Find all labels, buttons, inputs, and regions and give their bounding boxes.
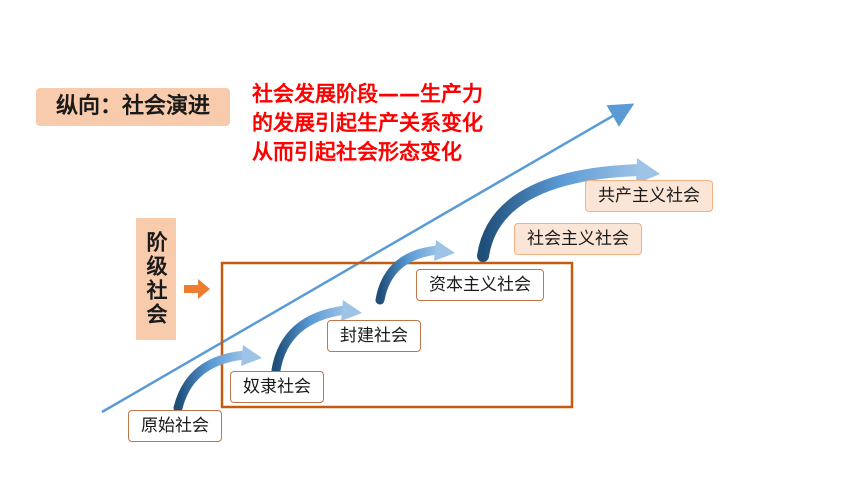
- transition-arrow: [477, 158, 660, 262]
- stage-slavery: 奴隶社会: [230, 371, 324, 403]
- title-box: 纵向：社会演进: [36, 88, 230, 126]
- transition-arrow: [375, 240, 455, 305]
- description-text: 社会发展阶段——生产力 的发展引起生产关系变化 从而引起社会形态变化: [252, 80, 483, 167]
- class-society-label: 阶级社会: [136, 218, 176, 340]
- stage-capitalist: 资本主义社会: [416, 269, 544, 301]
- description-line: 从而引起社会形态变化: [252, 140, 462, 164]
- description-line: 的发展引起生产关系变化: [252, 111, 483, 135]
- stage-communist: 共产主义社会: [585, 180, 713, 212]
- development-trend-arrow: [101, 103, 635, 414]
- pointer-arrow-icon: [184, 279, 210, 299]
- stage-socialist: 社会主义社会: [514, 223, 642, 255]
- transition-arrow: [271, 300, 362, 375]
- description-line: 社会发展阶段——生产力: [252, 82, 483, 106]
- stage-feudal: 封建社会: [327, 320, 421, 352]
- transition-arrow: [173, 345, 262, 413]
- stage-primitive: 原始社会: [128, 410, 222, 442]
